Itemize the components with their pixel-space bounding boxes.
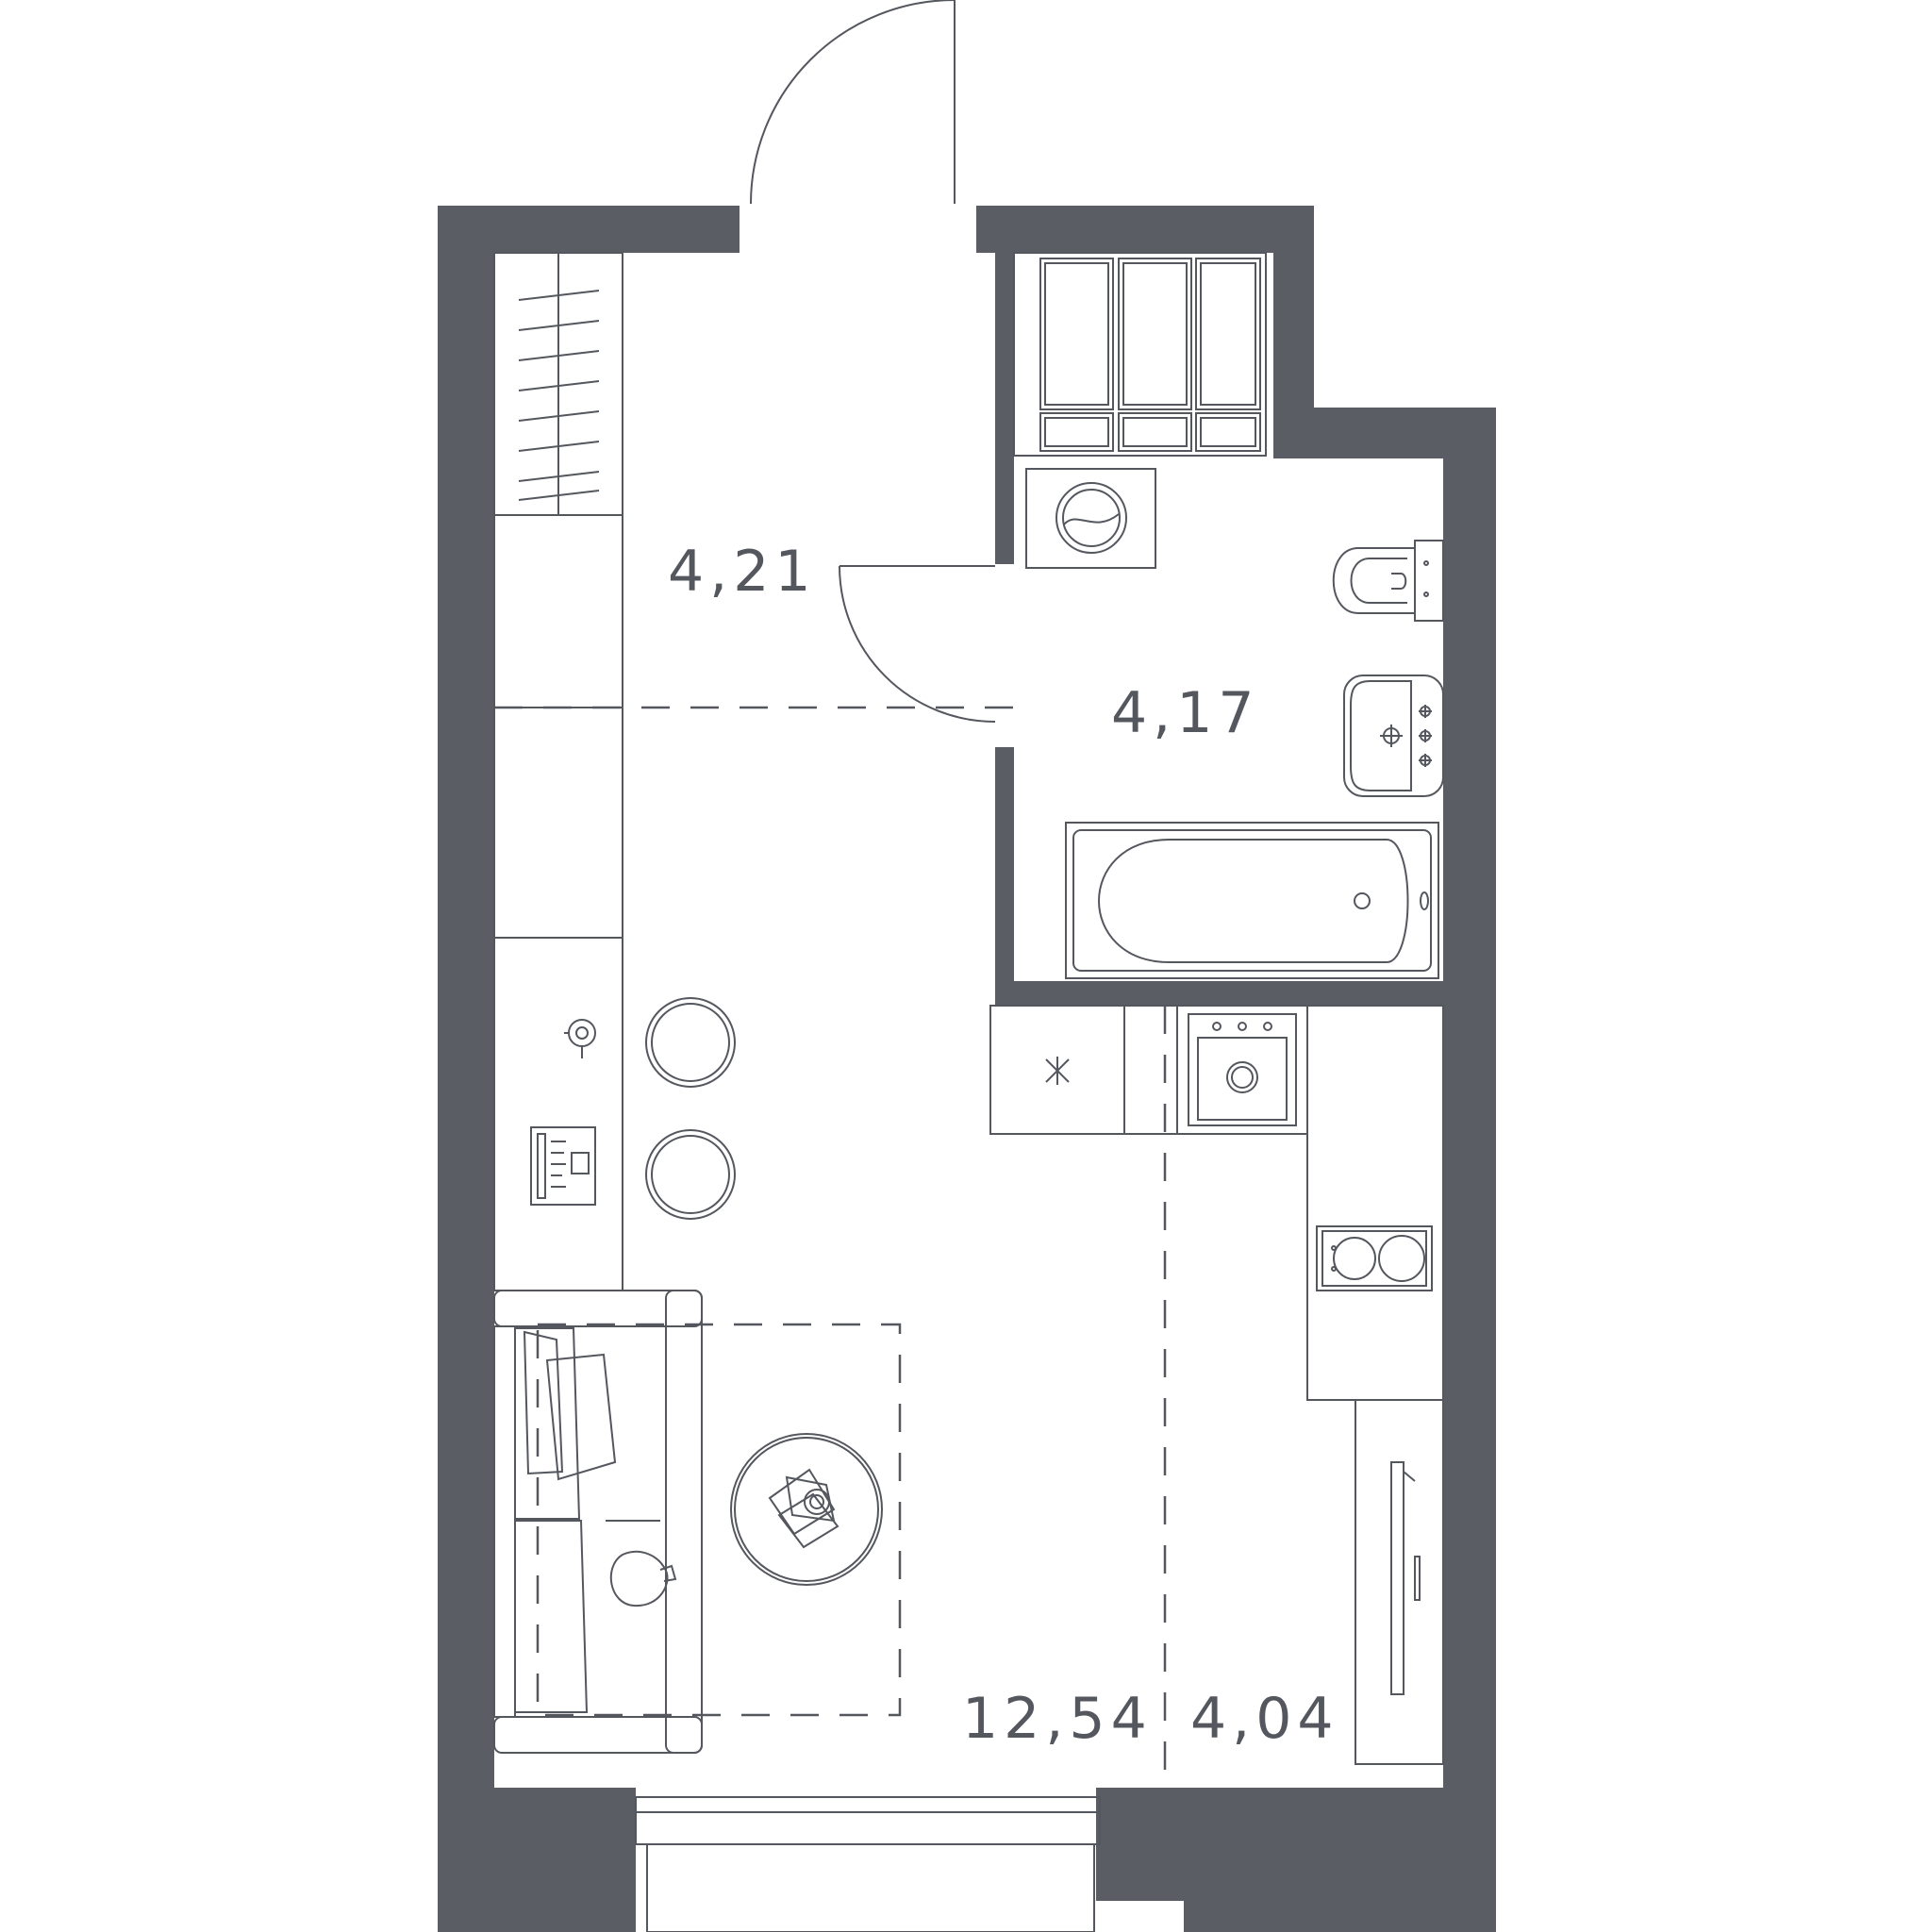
wall-bath-left-upper — [995, 253, 1014, 564]
sink-icon — [1343, 675, 1444, 797]
coffee-table-icon — [730, 1433, 883, 1586]
wall-bottom-right-a — [1096, 1788, 1496, 1901]
tv-unit — [1355, 1399, 1444, 1765]
room-area-kitchen: 4,04 — [1190, 1686, 1339, 1752]
wall-bath-right-upper — [1273, 206, 1314, 409]
wardrobe — [493, 252, 623, 516]
window — [635, 1796, 1101, 1932]
washing-machine-icon — [1025, 468, 1156, 569]
room-area-hallway: 4,21 — [668, 539, 817, 605]
wall-bath-bottom — [995, 981, 1443, 1006]
cooktop-icon — [1316, 1225, 1433, 1291]
room-area-living: 12,54 — [962, 1686, 1153, 1752]
bathroom-shelves — [1013, 252, 1267, 457]
bathtub-icon — [1065, 822, 1439, 979]
zone-dividers — [494, 706, 1167, 1788]
desk-lamp-icon — [564, 1019, 596, 1058]
wall-bath-left-lower — [995, 747, 1014, 994]
storage-cabinets — [493, 514, 623, 939]
kitchen-sink-icon — [1188, 1013, 1297, 1126]
wall-top-bath — [976, 206, 1314, 253]
desk — [493, 937, 623, 1291]
bathroom-door — [839, 565, 996, 723]
stool-2 — [645, 1129, 736, 1220]
entrance-door — [750, 0, 956, 205]
toilet-icon — [1332, 540, 1444, 622]
room-area-bathroom: 4,17 — [1111, 680, 1260, 746]
rug — [536, 1323, 902, 1717]
walls — [438, 206, 1496, 1932]
fridge-icon — [1045, 1057, 1070, 1085]
sofa-icon — [493, 1290, 703, 1754]
wall-right — [1443, 408, 1496, 1932]
wall-bottom-left — [438, 1788, 636, 1932]
stool-1 — [645, 997, 736, 1088]
wall-bottom-right-b — [1184, 1896, 1496, 1932]
stools — [645, 997, 736, 1220]
area-labels: 4,21 4,17 12,54 4,04 — [668, 539, 1339, 1752]
wall-left — [438, 206, 494, 1901]
hanger-lines — [518, 290, 600, 501]
laptop-icon — [530, 1126, 596, 1206]
